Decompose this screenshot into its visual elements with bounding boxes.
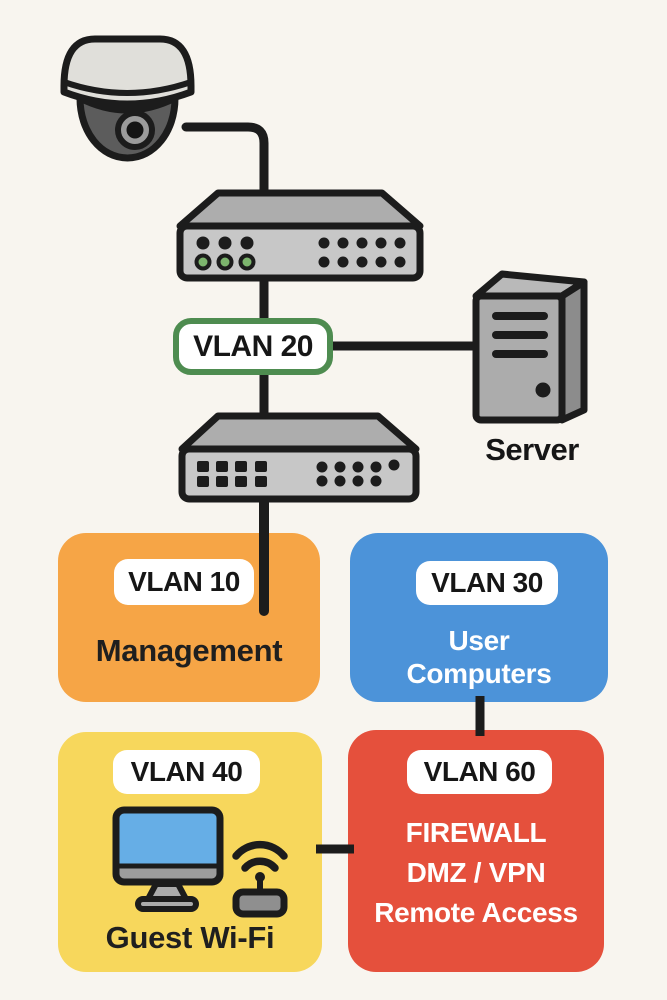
- bottom-network-switch-icon: [178, 411, 420, 508]
- server-tower-icon: [470, 262, 595, 435]
- vlan30-badge: VLAN 30: [416, 561, 558, 605]
- vlan60-box: VLAN 60 FIREWALL DMZ / VPN Remote Access: [348, 730, 604, 972]
- vlan60-badge-label: VLAN 60: [423, 756, 536, 787]
- vlan30-title: User Computers: [406, 625, 552, 689]
- vlan10-box: VLAN 10 Management: [58, 533, 320, 702]
- vlan40-badge: VLAN 40: [113, 750, 260, 794]
- server-label: Server: [485, 432, 579, 467]
- vlan20-label-text: VLAN 20: [193, 329, 313, 363]
- vlan60-badge: VLAN 60: [407, 750, 552, 794]
- vlan40-box: VLAN 40 Guest Wi-Fi: [58, 732, 322, 972]
- vlan40-badge-label: VLAN 40: [130, 756, 243, 787]
- vlan40-title: Guest Wi-Fi: [105, 920, 275, 955]
- vlan60-title: FIREWALL DMZ / VPN Remote Access: [374, 817, 578, 928]
- top-network-switch-icon: [176, 188, 424, 289]
- dome-security-camera-icon: [55, 32, 200, 177]
- vlan10-title: Management: [95, 633, 283, 668]
- vlan30-badge-label: VLAN 30: [431, 567, 543, 598]
- vlan30-box: VLAN 30 User Computers: [350, 533, 608, 702]
- wifi-access-point-icon: [228, 830, 292, 923]
- vlan10-badge-label: VLAN 10: [128, 566, 240, 597]
- vlan20-label: VLAN 20: [173, 318, 333, 375]
- desktop-computer-icon: [112, 806, 224, 917]
- vlan10-badge: VLAN 10: [114, 559, 254, 605]
